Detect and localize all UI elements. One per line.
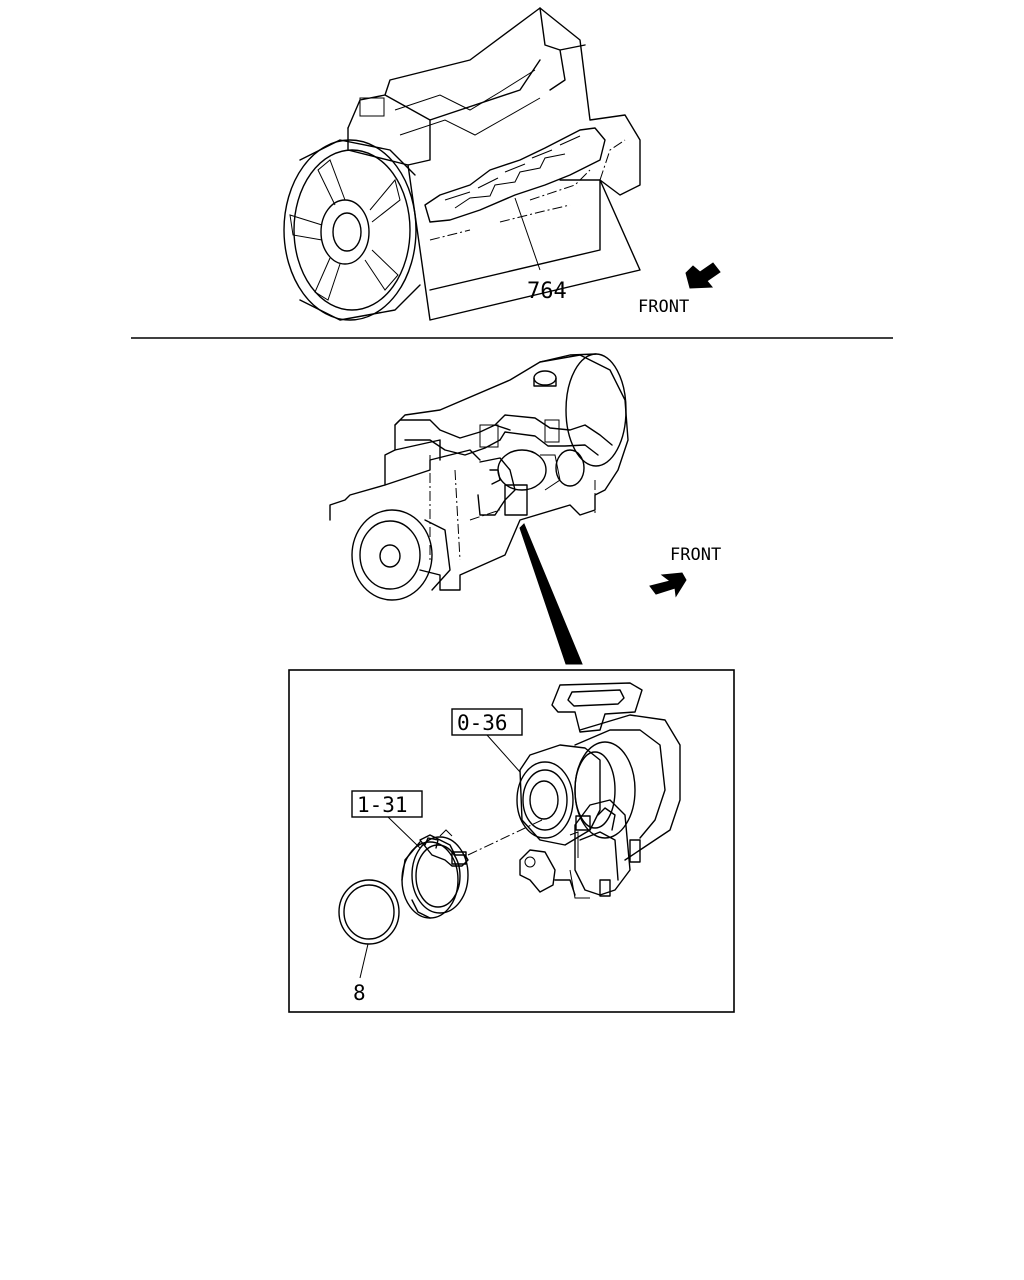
part-number-0-36: 0-36 [457, 711, 508, 735]
turbocharger-illustration [516, 682, 681, 899]
callout-box-1-31 [351, 790, 423, 818]
fan-assembly [283, 139, 421, 321]
part-number-764: 764 [527, 279, 567, 304]
front-label-top: FRONT [638, 297, 689, 317]
middle-engine-illustration [329, 353, 629, 665]
front-arrow-icon-middle [649, 572, 687, 598]
leader-0-36 [486, 734, 521, 773]
detail-box [288, 669, 735, 1013]
leader-1-31 [387, 816, 421, 849]
clamp-illustration [401, 829, 469, 919]
front-label-middle: FRONT [670, 545, 721, 565]
detail-pointer [519, 523, 583, 665]
assembly-line [467, 819, 543, 856]
leader-764 [514, 197, 541, 271]
front-arrow-icon-top [685, 262, 721, 289]
part-number-1-31: 1-31 [357, 793, 408, 817]
top-engine-illustration [283, 7, 641, 321]
part-number-8: 8 [353, 981, 366, 1005]
callout-box-0-36 [451, 708, 523, 736]
leader-8 [359, 943, 369, 979]
gasket-illustration [338, 879, 400, 945]
